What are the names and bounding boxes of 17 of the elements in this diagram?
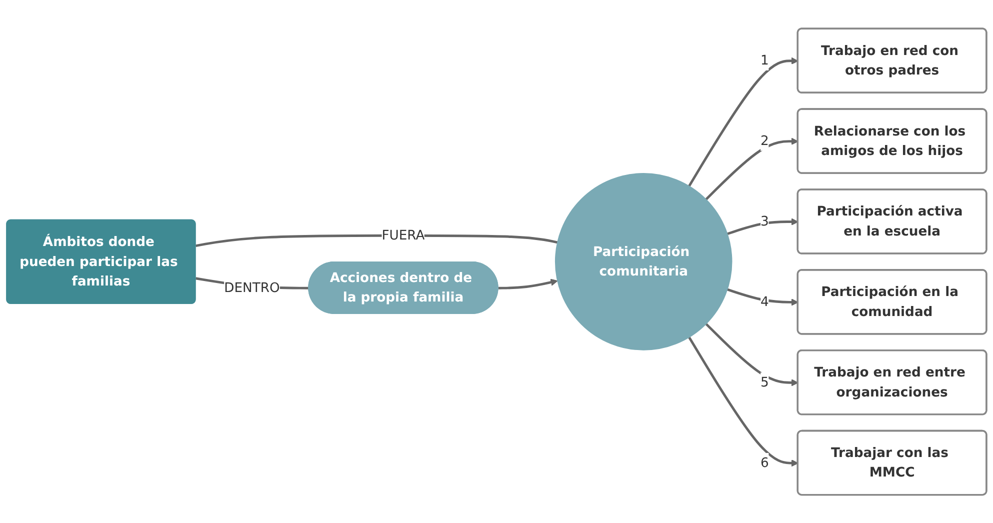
arrow <box>726 218 798 235</box>
arrow <box>726 288 798 306</box>
edge-label: 5 <box>760 374 769 390</box>
arrow <box>688 57 798 187</box>
edge-label: 2 <box>760 132 769 148</box>
connector <box>196 234 558 247</box>
node-circle: Participación comunitaria <box>554 172 732 350</box>
arrow <box>705 138 798 200</box>
edge-label: 4 <box>760 294 769 310</box>
edge-label: FUERA <box>382 227 425 243</box>
edge-label: 3 <box>760 213 769 229</box>
arrow <box>498 278 558 290</box>
edge-label: 1 <box>760 52 769 68</box>
arrow <box>705 322 798 386</box>
edge-label: DENTRO <box>224 279 280 295</box>
edge-label: 6 <box>760 454 769 470</box>
arrow <box>688 336 798 467</box>
